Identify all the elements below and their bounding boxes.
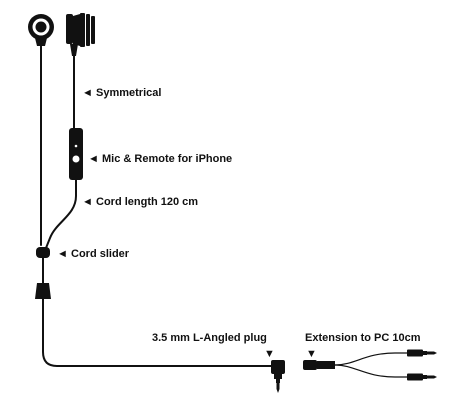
l-angled-plug-icon [271,360,285,393]
extension-pointer: ▼ [306,348,317,360]
extension-label: Extension to PC 10cm [305,332,421,344]
plug-pointer: ▼ [264,348,275,360]
right-cord-lower [45,179,77,249]
main-cable [42,298,273,367]
symmetrical-label: Symmetrical [96,87,161,99]
pc-extension-cable-icon [303,349,437,381]
cable-junction-icon [35,283,51,299]
plug-label: 3.5 mm L-Angled plug [152,332,267,344]
mic-remote-icon [69,128,83,180]
mic-remote-label: Mic & Remote for iPhone [102,153,232,165]
cord-slider-icon [36,247,50,258]
cord-slider-pointer: ◄ [57,248,68,260]
cord-slider-label: Cord slider [71,248,130,260]
right-earbud-icon [66,13,95,56]
left-earbud-icon [28,14,54,46]
cord-length-pointer: ◄ [82,196,93,208]
symmetrical-pointer: ◄ [82,87,93,99]
cord-length-label: Cord length 120 cm [96,196,198,208]
mic-remote-pointer: ◄ [88,153,99,165]
